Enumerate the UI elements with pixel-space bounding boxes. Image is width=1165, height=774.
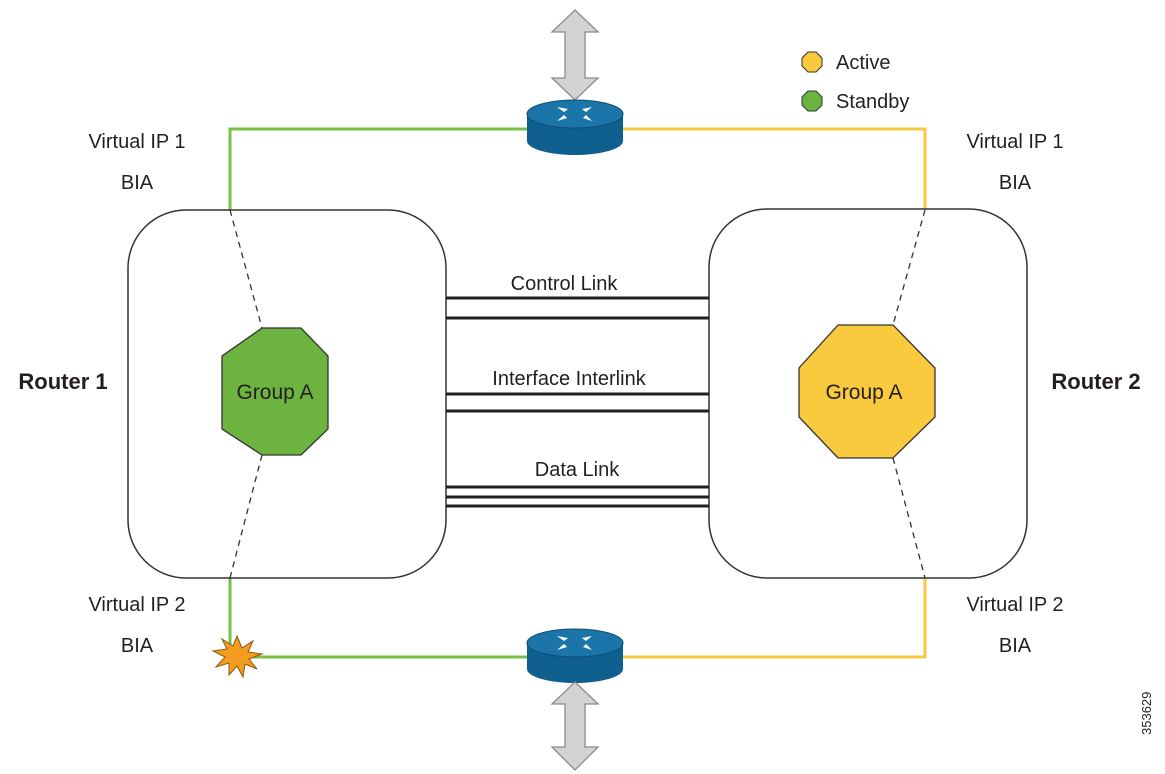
standby-top-line [228, 127, 530, 210]
interface-interlink-lines [446, 392, 709, 413]
link-failure-burst-icon [211, 634, 264, 679]
group-a-active-octagon [798, 324, 936, 459]
router-2-group-label: Group A [825, 381, 902, 404]
data-link-lines [446, 485, 709, 508]
legend: Active Standby [801, 51, 909, 113]
dashed-connectors [229, 209, 926, 579]
r1-vip2-bia: BIA [121, 635, 154, 657]
interface-interlink-label: Interface Interlink [492, 368, 646, 390]
standby-bottom-line [228, 578, 530, 659]
r1-vip1-label: Virtual IP 1 [88, 131, 185, 153]
router-1-group-label: Group A [236, 381, 313, 404]
group-a-standby-octagon [221, 327, 329, 456]
control-link-lines [446, 296, 709, 320]
top-router-icon [526, 99, 624, 155]
control-link-label: Control Link [511, 273, 619, 295]
r2-dashed-bottom [892, 457, 926, 579]
router-2-name: Router 2 [1051, 369, 1140, 394]
r2-vip1-bia: BIA [999, 172, 1032, 194]
r1-dashed-top [229, 209, 263, 329]
bottom-double-arrow-icon [550, 681, 600, 771]
legend-standby-label: Standby [836, 91, 909, 113]
r1-vip1-bia: BIA [121, 172, 154, 194]
router-1-name: Router 1 [18, 369, 107, 394]
r1-vip2-label: Virtual IP 2 [88, 594, 185, 616]
active-bottom-line [620, 578, 927, 659]
legend-active-icon [801, 51, 823, 73]
r2-vip1-label: Virtual IP 1 [966, 131, 1063, 153]
data-link-label: Data Link [535, 459, 620, 481]
active-top-line [620, 127, 927, 210]
bottom-router-icon [526, 628, 624, 683]
figure-id: 353629 [1139, 692, 1154, 735]
r2-vip2-bia: BIA [999, 635, 1032, 657]
active-path-lines [620, 127, 927, 659]
legend-standby-icon [801, 90, 823, 112]
top-double-arrow-icon [550, 9, 600, 101]
r2-vip2-label: Virtual IP 2 [966, 594, 1063, 616]
r2-dashed-top [892, 209, 926, 326]
legend-active-label: Active [836, 52, 890, 74]
